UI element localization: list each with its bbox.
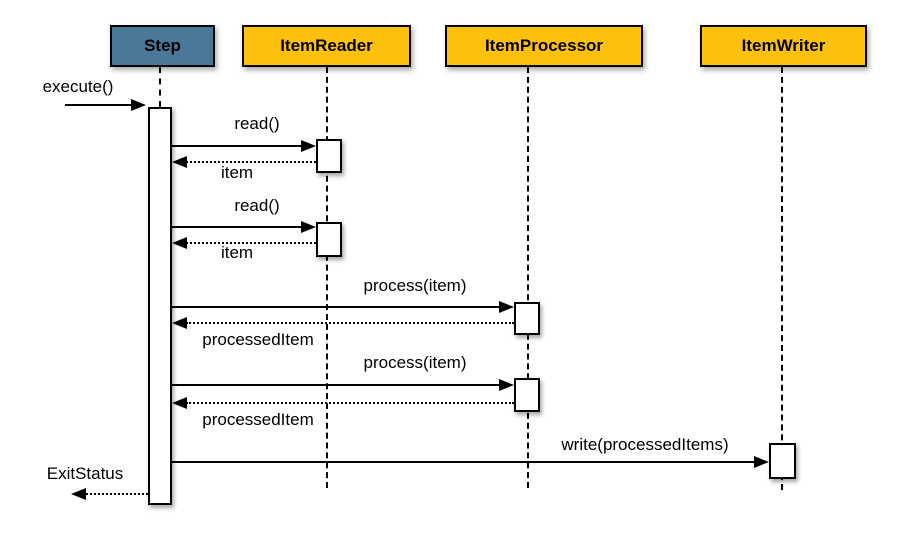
message-read-2-label: read() <box>234 196 280 215</box>
message-exitstatus-label: ExitStatus <box>46 464 124 483</box>
message-write-label: write(processedItems) <box>561 435 729 454</box>
arrowhead-right-icon <box>499 379 514 391</box>
activation-step <box>148 107 172 505</box>
message-read-1-line <box>172 145 303 147</box>
actor-itemprocessor-label: ItemProcessor <box>484 36 604 55</box>
message-write-line <box>172 461 755 463</box>
lifeline-itemreader <box>326 67 328 488</box>
message-process-1-label: process(item) <box>363 276 467 295</box>
arrowhead-right-icon <box>301 140 316 152</box>
arrowhead-right-icon <box>131 99 146 111</box>
arrowhead-left-icon <box>172 397 187 409</box>
activation-itemreader-1 <box>316 139 342 173</box>
message-execute-line <box>65 104 133 106</box>
message-item-1-label: item <box>220 163 254 182</box>
message-item-1-line <box>186 161 316 163</box>
arrowhead-right-icon <box>301 221 316 233</box>
arrowhead-left-icon <box>172 156 187 168</box>
arrowhead-right-icon <box>754 456 769 468</box>
message-item-2-line <box>186 242 316 244</box>
message-read-2-line <box>172 226 303 228</box>
actor-itemreader: ItemReader <box>242 25 411 67</box>
message-processeditem-1-label: processedItem <box>202 330 314 349</box>
actor-itemwriter: ItemWriter <box>700 25 867 67</box>
lifeline-step <box>159 67 161 107</box>
lifeline-itemwriter <box>781 67 783 490</box>
arrowhead-left-icon <box>71 488 86 500</box>
message-processeditem-2-label: processedItem <box>202 410 314 429</box>
activation-itemwriter <box>769 443 796 479</box>
activation-itemreader-2 <box>316 222 342 257</box>
message-process-2-line <box>172 384 501 386</box>
message-execute-label: execute() <box>42 77 114 96</box>
message-process-1-line <box>172 306 501 308</box>
message-read-1-label: read() <box>234 114 280 133</box>
arrowhead-left-icon <box>172 317 187 329</box>
message-processeditem-1-line <box>186 322 514 324</box>
activation-itemprocessor-2 <box>514 378 540 412</box>
message-item-2-label: item <box>220 243 254 262</box>
message-processeditem-2-line <box>186 402 514 404</box>
arrowhead-right-icon <box>499 301 514 313</box>
actor-step: Step <box>110 25 215 67</box>
lifeline-itemprocessor <box>527 67 529 488</box>
activation-itemprocessor-1 <box>514 302 540 335</box>
actor-itemprocessor: ItemProcessor <box>445 25 643 67</box>
actor-step-label: Step <box>144 36 181 55</box>
actor-itemreader-label: ItemReader <box>280 36 373 55</box>
arrowhead-left-icon <box>172 237 187 249</box>
actor-itemwriter-label: ItemWriter <box>741 36 826 55</box>
message-process-2-label: process(item) <box>363 353 467 372</box>
message-exitstatus-line <box>86 493 148 495</box>
